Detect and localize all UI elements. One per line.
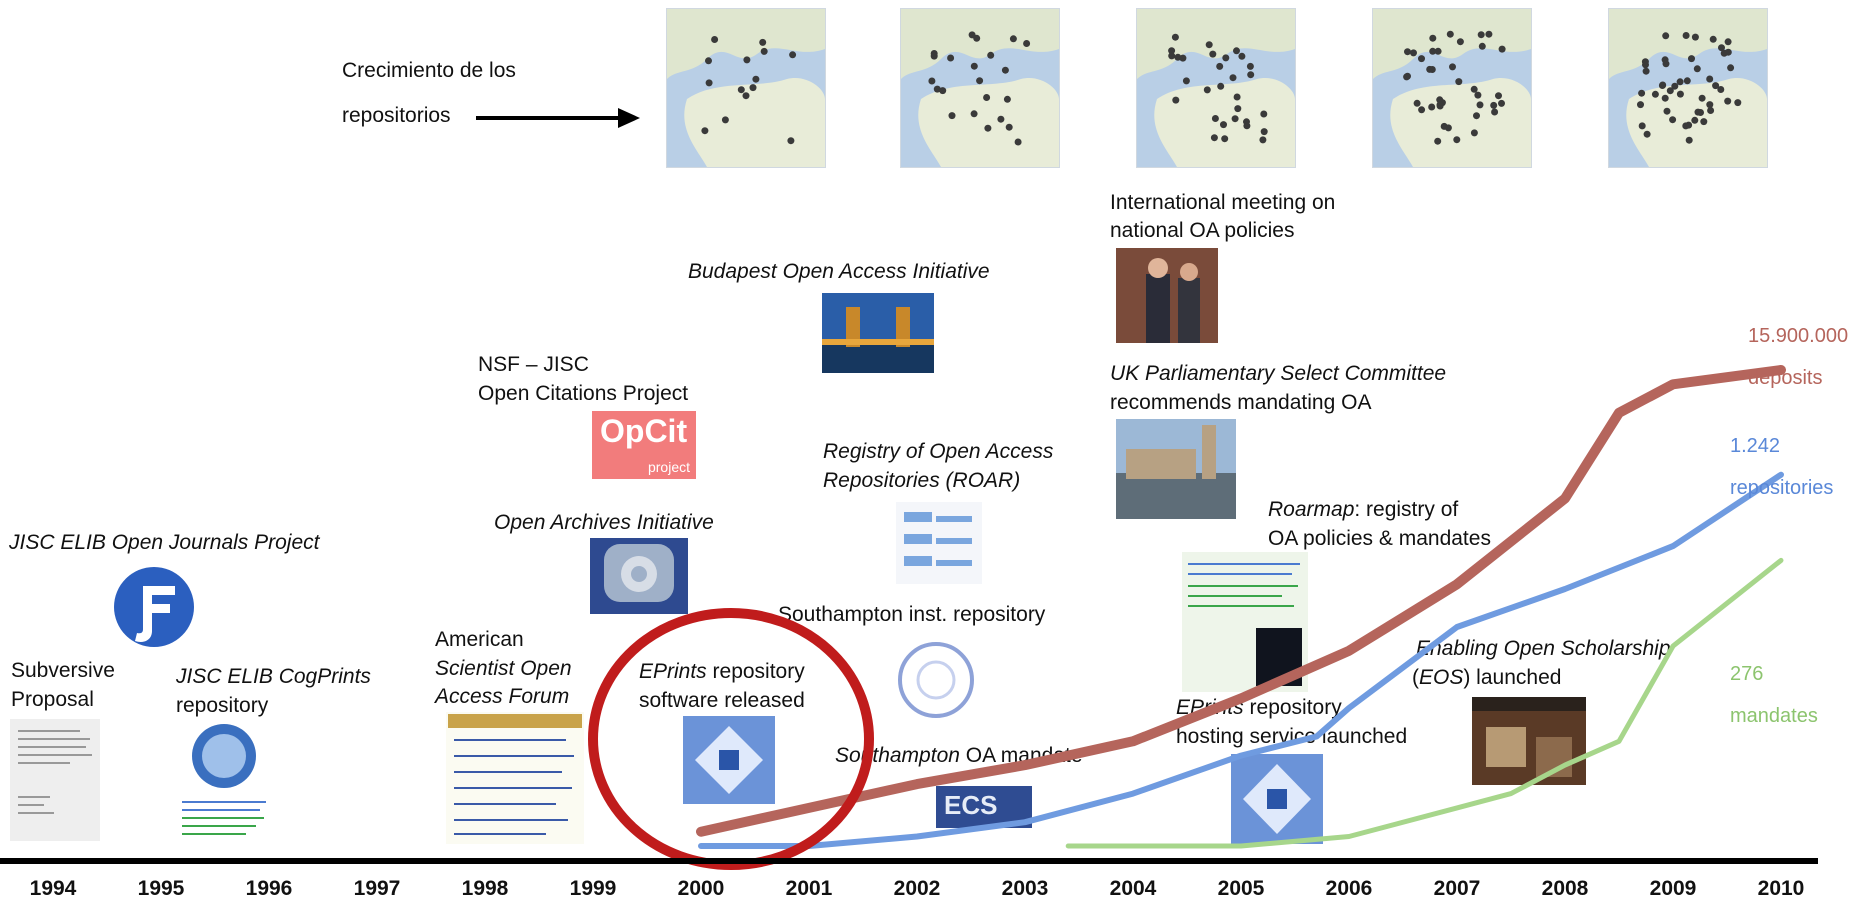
caption-line1: Crecimiento de los [342, 59, 516, 82]
year-label-2009: 2009 [1649, 877, 1697, 900]
roar-thumbnail [896, 502, 982, 584]
event-american-line1: American [435, 628, 524, 651]
year-label-1994: 1994 [29, 877, 77, 900]
event-eos-rest: ) launched [1463, 666, 1562, 689]
jisc-journals-logo [113, 566, 195, 648]
europe-repository-map-2008 [1136, 8, 1296, 168]
oai-logo [590, 538, 688, 614]
europe-repository-map-2009 [1372, 8, 1532, 168]
event-intl-meeting-line2: national OA policies [1110, 219, 1295, 242]
europe-repository-map-2007 [900, 8, 1060, 168]
event-budapest: Budapest Open Access Initiative [688, 260, 990, 283]
series-line-repositories [698, 471, 1784, 849]
subversive-proposal-thumbnail [10, 719, 100, 841]
repositories-label: repositories [1730, 477, 1834, 499]
year-label-2002: 2002 [893, 877, 941, 900]
eprints-hosting-logo [1231, 754, 1323, 844]
repositories-value: 1.242 [1730, 435, 1781, 457]
year-label-1997: 1997 [353, 877, 401, 900]
event-cogprints-line2: repository [176, 694, 269, 717]
event-eos-line2: (EOS) launched [1412, 663, 1561, 692]
event-roarmap-em: Roarmap [1268, 498, 1355, 521]
year-label-2001: 2001 [785, 877, 833, 900]
year-label-2004: 2004 [1109, 877, 1157, 900]
europe-repository-map-2006 [666, 8, 826, 168]
mandates-value: 276 [1730, 663, 1764, 685]
event-subversive-line2: Proposal [11, 688, 94, 711]
event-roarmap-line1: Roarmap: registry of [1268, 495, 1458, 524]
eos-photo [1472, 697, 1586, 785]
opcit-logo: OpCit project [592, 411, 696, 479]
event-uk-parliament-line2: recommends mandating OA [1110, 391, 1372, 414]
parliament-photo [1116, 419, 1236, 519]
event-roarmap-rest: : registry of [1354, 498, 1459, 521]
opcit-logo-text: OpCit [600, 413, 688, 449]
event-nsf-line1: NSF – JISC [478, 353, 589, 376]
event-eprints-line1: EPrints repository [639, 657, 805, 686]
event-roarmap-line2: OA policies & mandates [1268, 527, 1491, 550]
event-southampton-repository: Southampton inst. repository [778, 603, 1046, 626]
event-roar-line1: Registry of Open Access [823, 440, 1054, 463]
roarmap-thumbnail [1182, 552, 1308, 692]
deposits-label: deposits [1748, 367, 1823, 389]
year-label-1996: 1996 [245, 877, 293, 900]
year-label-2007: 2007 [1433, 877, 1481, 900]
event-eprints-rest: repository [706, 660, 805, 683]
deposits-value: 15.900.000 [1748, 325, 1849, 347]
year-label-2003: 2003 [1001, 877, 1049, 900]
event-eos-paren: ( [1412, 666, 1419, 689]
event-eos-em: EOS [1419, 666, 1464, 689]
event-oai: Open Archives Initiative [494, 511, 714, 534]
event-uk-parliament-line1: UK Parliamentary Select Committee [1110, 362, 1447, 385]
year-label-1995: 1995 [137, 877, 185, 900]
event-eprints-line2: software released [639, 689, 805, 712]
event-jisc-open-journals: JISC ELIB Open Journals Project [9, 531, 320, 554]
mandates-label: mandates [1730, 705, 1818, 727]
cogprints-thumbnail [176, 716, 272, 842]
budapest-bridge-photo [822, 293, 934, 373]
event-subversive-line1: Subversive [11, 659, 115, 682]
year-label-1999: 1999 [569, 877, 617, 900]
series-line-mandates [1065, 557, 1784, 849]
event-nsf-line2: Open Citations Project [478, 382, 689, 405]
year-label-2006: 2006 [1325, 877, 1373, 900]
event-american-line2: Scientist Open [435, 657, 572, 680]
year-label-2000: 2000 [677, 877, 725, 900]
timeline-axis [0, 858, 1818, 864]
southampton-repository-thumbnail [888, 630, 1000, 728]
year-label-2008: 2008 [1541, 877, 1589, 900]
event-american-line3: Access Forum [435, 685, 570, 708]
event-intl-meeting-line1: International meeting on [1110, 191, 1336, 214]
event-hosting-line2: hosting service launched [1176, 725, 1408, 748]
year-label-2010: 2010 [1757, 877, 1805, 900]
event-cogprints-line1: JISC ELIB CogPrints [176, 665, 371, 688]
year-label-1998: 1998 [461, 877, 509, 900]
forum-thumbnail [446, 712, 584, 844]
caption-line2: repositorios [342, 104, 451, 127]
series-line-deposits [696, 365, 1786, 837]
opcit-logo-subtext: project [647, 459, 690, 475]
eprints-logo [683, 716, 775, 804]
event-hosting-rest: repository [1243, 696, 1342, 719]
year-label-2005: 2005 [1217, 877, 1265, 900]
event-roar-line2: Repositories (ROAR) [823, 469, 1021, 492]
meeting-photo [1116, 248, 1218, 343]
event-eos-line1: Enabling Open Scholarship [1416, 637, 1671, 660]
event-eprints-em: EPrints [639, 660, 707, 683]
ecs-logo-text: ECS [944, 790, 998, 820]
arrow-right-icon [476, 108, 640, 128]
europe-repository-map-2010 [1608, 8, 1768, 168]
highlight-circle [588, 608, 874, 870]
